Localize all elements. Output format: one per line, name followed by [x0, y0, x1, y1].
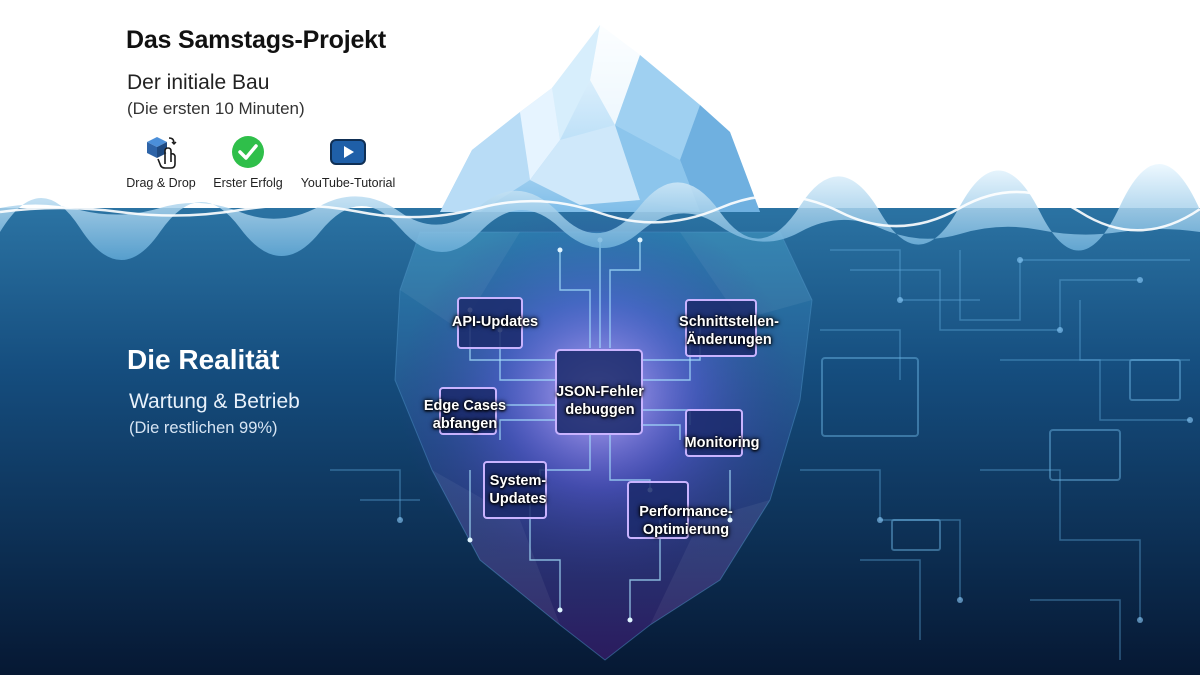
water-surface: [0, 163, 1200, 261]
initial-build-note: (Die ersten 10 Minuten): [127, 99, 305, 118]
background-circuit-traces: [330, 249, 1190, 660]
background-circuit-dots: [397, 257, 1193, 623]
label-json-errors: JSON-Fehler debuggen: [543, 383, 657, 419]
label-json-errors-line1: JSON-Fehler: [556, 384, 644, 400]
label-interface-changes-line1: Schnittstellen-: [679, 314, 779, 330]
water-foam: [0, 190, 1200, 232]
label-performance-optimization-line2: Optimierung: [642, 522, 730, 538]
label-interface-changes-line2: Änderungen: [686, 332, 772, 348]
label-interface-changes: Schnittstellen- Änderungen: [664, 313, 794, 349]
label-json-errors-line2: debuggen: [565, 402, 635, 418]
tip-item-drag-drop: Drag & Drop: [111, 134, 211, 190]
label-performance-optimization: Performance- Optimierung: [622, 503, 750, 539]
drag-drop-icon: [147, 137, 177, 169]
tip-label-drag-drop: Drag & Drop: [126, 176, 196, 190]
label-performance-optimization-line1: Performance-: [639, 504, 733, 520]
iceberg-chips: [439, 297, 757, 539]
check-circle-icon: [232, 136, 264, 168]
video-play-icon: [330, 139, 366, 165]
reality-note: (Die restlichen 99%): [129, 419, 278, 437]
tip-item-first-success: Erster Erfolg: [198, 134, 298, 190]
reality-subtitle: Wartung & Betrieb: [129, 390, 300, 413]
tip-label-youtube-tutorial: YouTube-Tutorial: [300, 176, 396, 190]
iceberg-tip-facets: [440, 25, 760, 212]
label-edge-cases-line1: Edge Cases: [423, 398, 507, 414]
label-monitoring: Monitoring: [672, 434, 772, 452]
background-circuit-chips: [821, 357, 1181, 551]
label-edge-cases: Edge Cases abfangen: [412, 397, 518, 433]
label-api-updates-line1: API-Updates: [451, 314, 539, 330]
page-title: Das Samstags-Projekt: [126, 26, 387, 54]
central-chip: [555, 349, 643, 435]
label-edge-cases-line2: abfangen: [432, 416, 498, 432]
label-system-updates-line1: System-: [489, 473, 547, 489]
reality-title: Die Realität: [127, 344, 280, 375]
tip-item-youtube-tutorial: YouTube-Tutorial: [298, 134, 398, 190]
label-monitoring-line1: Monitoring: [684, 435, 760, 451]
label-system-updates: System- Updates: [478, 472, 558, 508]
label-system-updates-line2: Updates: [489, 491, 547, 507]
initial-build-subtitle: Der initiale Bau: [127, 71, 270, 94]
label-api-updates: API-Updates: [440, 313, 550, 331]
tip-label-first-success: Erster Erfolg: [213, 176, 283, 190]
